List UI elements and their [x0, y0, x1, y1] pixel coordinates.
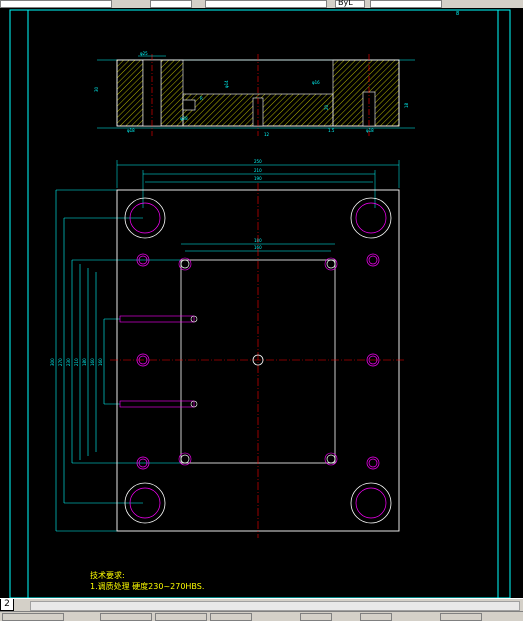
drawing-canvas[interactable]: 8 φ25 φ18 φ28 R φ14 12 φ16 30 φ18 18 20 [0, 8, 523, 598]
left-dim-v4: 210 [74, 358, 79, 366]
lineweight-value: ByL [338, 0, 353, 7]
center-hole [252, 354, 264, 366]
corner-pin-holes [180, 259, 336, 464]
horizontal-scrollbar[interactable] [30, 601, 520, 611]
section-dim-d3: φ28 [180, 116, 188, 121]
left-dim-v7: 160 [98, 358, 103, 366]
plan-view: 250 210 190 180 160 300 270 230 210 180 … [50, 159, 406, 538]
outer-frame [9, 9, 511, 598]
section-dim-d6: 12 [264, 132, 270, 137]
left-dim-v5: 180 [82, 358, 87, 366]
left-dim-v1: 300 [50, 358, 55, 366]
section-dim-d11: 20 [324, 104, 329, 110]
corner-mark: 8 [456, 11, 459, 17]
plan-dim-overall: 250 [254, 159, 262, 164]
linetype-dropdown[interactable] [205, 0, 327, 8]
section-dim-d5: φ14 [224, 80, 229, 88]
left-dim-v6: 160 [90, 358, 95, 366]
left-dim-v2: 270 [58, 358, 63, 366]
section-dim-d9: φ18 [366, 128, 374, 133]
plan-dim-hole-span: 210 [254, 168, 262, 173]
lineweight-dropdown[interactable]: ByL [335, 0, 365, 8]
section-dim-d7: φ16 [312, 80, 320, 85]
tech-requirements-line1: 1.调质处理 硬度230~270HBS. [90, 582, 205, 591]
section-view: φ25 φ18 φ28 R φ14 12 φ16 30 φ18 18 20 1.… [94, 51, 415, 137]
tech-requirements-title: 技术要求: [90, 571, 125, 580]
layer-dropdown[interactable] [0, 0, 112, 8]
guide-hole-tr [350, 197, 392, 239]
plotstyle-dropdown[interactable] [370, 0, 442, 8]
screw-holes [136, 253, 380, 470]
command-toolbar: ByL [0, 0, 523, 8]
section-dim-d2: φ18 [127, 128, 135, 133]
hatch-left [116, 59, 144, 127]
section-dim-d10: 18 [404, 102, 409, 108]
left-dim-v3: 230 [66, 358, 71, 366]
layout-tabs: 2 [0, 598, 523, 611]
ejector-slot-bottom [119, 400, 198, 408]
plan-dim-inner: 190 [254, 176, 262, 181]
color-dropdown[interactable] [150, 0, 192, 8]
section-dim-d8: 30 [94, 86, 99, 92]
guide-hole-br [350, 482, 392, 524]
plan-dim-cavity-inner: 160 [254, 245, 262, 250]
section-dim-d1: φ25 [140, 51, 148, 56]
guide-hole-tl [124, 197, 166, 239]
section-dim-d4: R [200, 96, 203, 101]
tab-layout-2[interactable]: 2 [0, 599, 14, 611]
section-dim-d12: 1.5 [328, 128, 335, 133]
guide-hole-bl [124, 482, 166, 524]
ejector-slot-top [119, 315, 198, 323]
